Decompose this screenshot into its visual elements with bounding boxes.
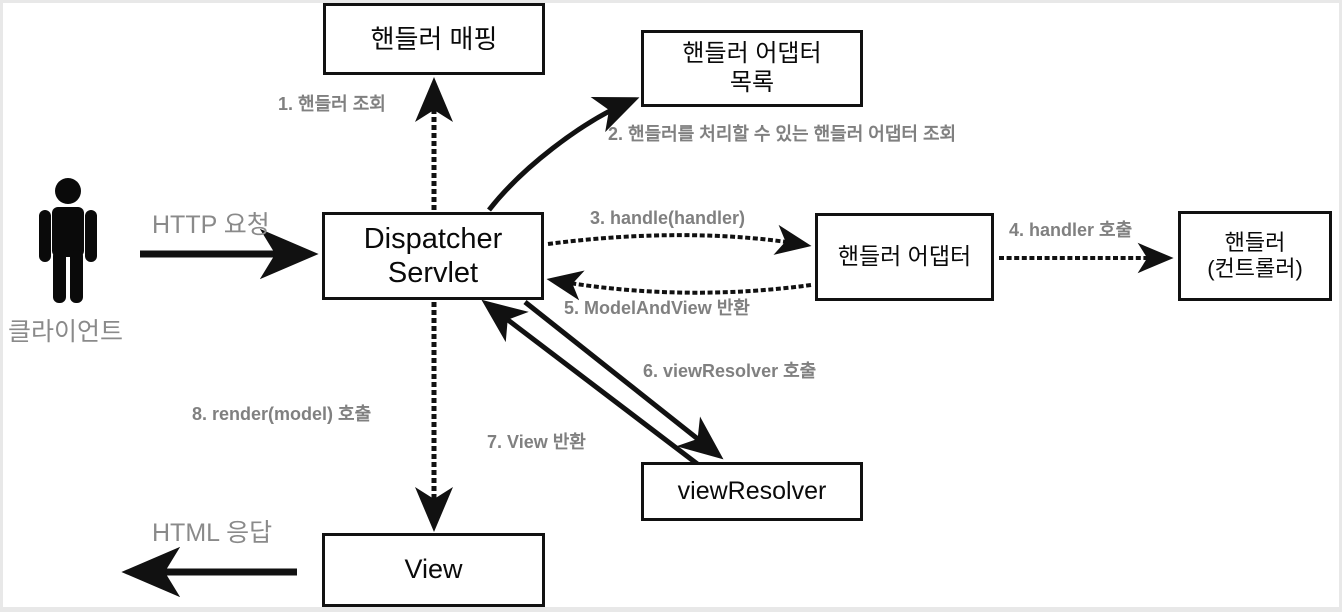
edge-label-step1: 1. 핸들러 조회	[278, 94, 386, 114]
arrow-step5	[546, 270, 812, 301]
edge-label-step4: 4. handler 호출	[1009, 220, 1133, 240]
canvas-bottom-edge	[0, 607, 1342, 612]
arrow-step7	[481, 299, 702, 468]
node-handler-mapping[interactable]: 핸들러 매핑	[323, 3, 545, 75]
node-handler-controller[interactable]: 핸들러 (컨트롤러)	[1178, 211, 1332, 301]
edge-label-step5: 5. ModelAndView 반환	[564, 298, 750, 318]
node-view[interactable]: View	[322, 533, 545, 607]
node-handler-mapping-label: 핸들러 매핑	[370, 23, 498, 54]
edge-label-http-request: HTTP 요청	[152, 211, 270, 239]
node-view-label: View	[404, 554, 463, 585]
edge-label-step7: 7. View 반환	[487, 432, 586, 452]
node-view-resolver[interactable]: viewResolver	[641, 462, 863, 521]
node-dispatcher-servlet-label: Dispatcher Servlet	[363, 222, 503, 289]
actor-client-label: 클라이언트	[8, 318, 124, 346]
arrow-step2	[487, 97, 640, 212]
canvas-top-edge	[0, 0, 1342, 3]
person-icon	[39, 178, 97, 303]
edge-label-step2: 2. 핸들러를 처리할 수 있는 핸들러 어댑터 조회	[608, 124, 957, 144]
node-handler-adapter-label: 핸들러 어댑터	[837, 243, 972, 270]
edge-label-step6: 6. viewResolver 호출	[643, 361, 817, 381]
node-handler-adapter[interactable]: 핸들러 어댑터	[815, 213, 994, 301]
edge-label-step8: 8. render(model) 호출	[192, 404, 372, 424]
canvas-right-edge	[1339, 0, 1342, 612]
node-handler-adapter-list-label: 핸들러 어댑터 목록	[682, 40, 822, 96]
arrow-step6	[523, 300, 724, 460]
canvas-left-edge	[0, 0, 3, 612]
node-handler-adapter-list[interactable]: 핸들러 어댑터 목록	[641, 30, 863, 107]
node-handler-controller-label: 핸들러 (컨트롤러)	[1207, 230, 1303, 281]
edge-label-step3: 3. handle(handler)	[590, 208, 746, 228]
node-view-resolver-label: viewResolver	[677, 476, 827, 505]
edge-label-http-response: HTML 응답	[152, 519, 273, 547]
node-dispatcher-servlet[interactable]: Dispatcher Servlet	[322, 212, 544, 300]
arrow-step3	[547, 224, 812, 255]
